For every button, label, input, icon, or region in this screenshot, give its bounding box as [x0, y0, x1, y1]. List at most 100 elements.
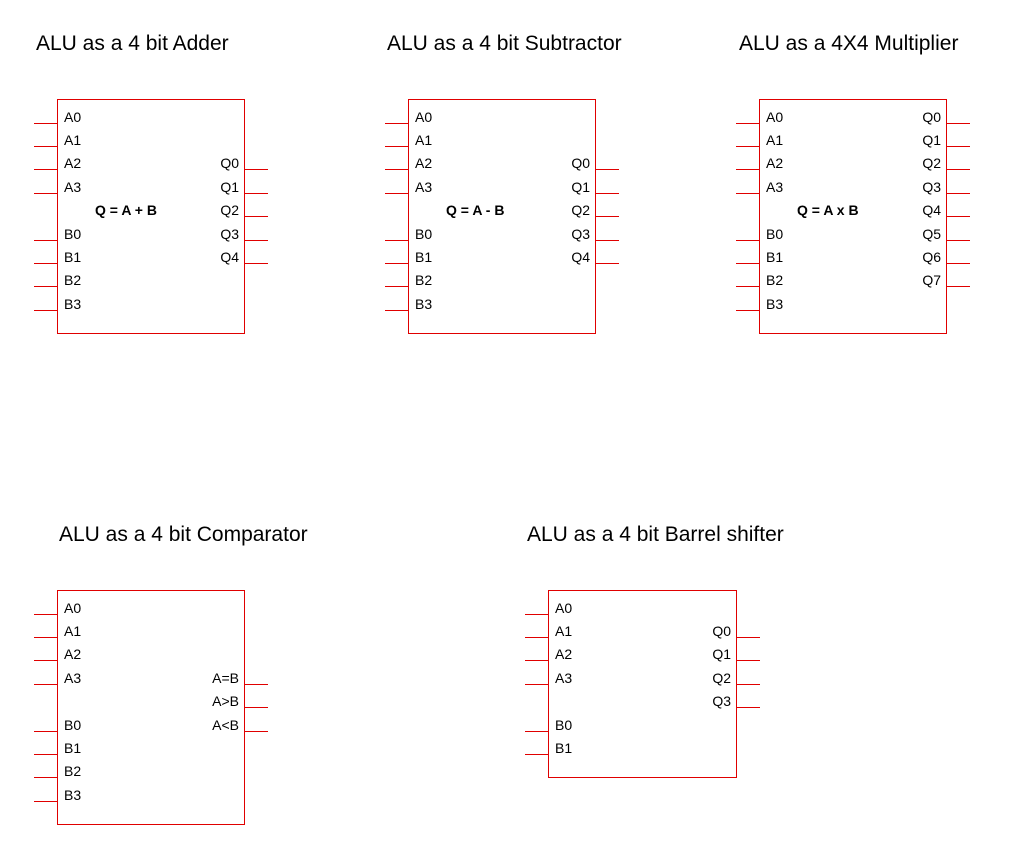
comparator-title: ALU as a 4 bit Comparator [59, 523, 308, 546]
input-pin-label: B0 [64, 226, 82, 242]
input-pin-label: A0 [766, 109, 784, 125]
input-pin-line [34, 123, 57, 124]
input-pin-line [34, 614, 57, 615]
input-pin-label: B2 [415, 272, 433, 288]
input-pin-label: B2 [64, 272, 82, 288]
input-pin-line [525, 637, 548, 638]
input-pin-line [34, 777, 57, 778]
subtractor-block [408, 99, 596, 334]
input-pin-line [736, 123, 759, 124]
output-pin-line [245, 169, 268, 170]
input-pin-line [385, 263, 408, 264]
input-pin-label: A1 [64, 623, 82, 639]
output-pin-label: Q2 [571, 202, 590, 218]
output-pin-label: Q5 [922, 226, 941, 242]
input-pin-line [385, 169, 408, 170]
input-pin-line [385, 146, 408, 147]
input-pin-label: B3 [64, 787, 82, 803]
output-pin-line [596, 216, 619, 217]
output-pin-label: Q2 [220, 202, 239, 218]
output-pin-label: Q3 [220, 226, 239, 242]
output-pin-label: Q0 [571, 155, 590, 171]
input-pin-line [525, 614, 548, 615]
output-pin-label: Q3 [922, 179, 941, 195]
barrel-shifter-block [548, 590, 737, 778]
input-pin-line [736, 263, 759, 264]
output-pin-line [737, 660, 760, 661]
output-pin-label: Q1 [571, 179, 590, 195]
subtractor-function-label: Q = A - B [446, 202, 505, 218]
input-pin-line [34, 146, 57, 147]
input-pin-label: A3 [555, 670, 573, 686]
output-pin-line [245, 731, 268, 732]
input-pin-label: A0 [64, 109, 82, 125]
comparator-block [57, 590, 245, 825]
output-pin-line [947, 286, 970, 287]
input-pin-line [736, 169, 759, 170]
adder-title: ALU as a 4 bit Adder [36, 32, 229, 55]
input-pin-label: B0 [555, 717, 573, 733]
output-pin-line [737, 684, 760, 685]
output-pin-line [245, 684, 268, 685]
output-pin-label: Q0 [712, 623, 731, 639]
output-pin-line [596, 193, 619, 194]
input-pin-line [385, 123, 408, 124]
input-pin-line [34, 660, 57, 661]
output-pin-line [245, 193, 268, 194]
input-pin-label: B0 [766, 226, 784, 242]
output-pin-line [737, 637, 760, 638]
output-pin-label: Q4 [220, 249, 239, 265]
input-pin-line [385, 193, 408, 194]
input-pin-label: B0 [415, 226, 433, 242]
output-pin-line [947, 263, 970, 264]
multiplier-title: ALU as a 4X4 Multiplier [739, 32, 959, 55]
input-pin-label: B1 [64, 740, 82, 756]
output-pin-label: Q1 [220, 179, 239, 195]
input-pin-line [34, 731, 57, 732]
output-pin-line [947, 146, 970, 147]
adder-function-label: Q = A + B [95, 202, 157, 218]
input-pin-line [385, 286, 408, 287]
output-pin-label: Q1 [712, 646, 731, 662]
input-pin-line [525, 754, 548, 755]
output-pin-label: Q3 [712, 693, 731, 709]
subtractor-title: ALU as a 4 bit Subtractor [387, 32, 622, 55]
input-pin-label: A2 [555, 646, 573, 662]
output-pin-line [245, 216, 268, 217]
input-pin-label: A0 [555, 600, 573, 616]
input-pin-line [34, 169, 57, 170]
output-pin-line [596, 169, 619, 170]
input-pin-label: B1 [415, 249, 433, 265]
input-pin-label: A0 [415, 109, 433, 125]
input-pin-line [34, 286, 57, 287]
input-pin-line [736, 146, 759, 147]
output-pin-label: A<B [212, 717, 239, 733]
input-pin-line [525, 731, 548, 732]
input-pin-label: A0 [64, 600, 82, 616]
input-pin-label: A3 [766, 179, 784, 195]
output-pin-line [947, 123, 970, 124]
input-pin-label: B1 [766, 249, 784, 265]
input-pin-line [385, 240, 408, 241]
input-pin-line [34, 240, 57, 241]
input-pin-label: B2 [64, 763, 82, 779]
input-pin-line [34, 684, 57, 685]
output-pin-label: Q0 [922, 109, 941, 125]
input-pin-label: B1 [64, 249, 82, 265]
input-pin-line [34, 801, 57, 802]
output-pin-line [596, 263, 619, 264]
input-pin-label: B3 [64, 296, 82, 312]
output-pin-line [947, 193, 970, 194]
adder-block [57, 99, 245, 334]
input-pin-line [385, 310, 408, 311]
barrel-shifter-title: ALU as a 4 bit Barrel shifter [527, 523, 784, 546]
input-pin-label: A2 [415, 155, 433, 171]
input-pin-label: B2 [766, 272, 784, 288]
output-pin-label: Q6 [922, 249, 941, 265]
input-pin-label: B3 [766, 296, 784, 312]
output-pin-line [245, 240, 268, 241]
output-pin-label: Q4 [922, 202, 941, 218]
output-pin-line [596, 240, 619, 241]
output-pin-line [737, 707, 760, 708]
input-pin-line [736, 286, 759, 287]
